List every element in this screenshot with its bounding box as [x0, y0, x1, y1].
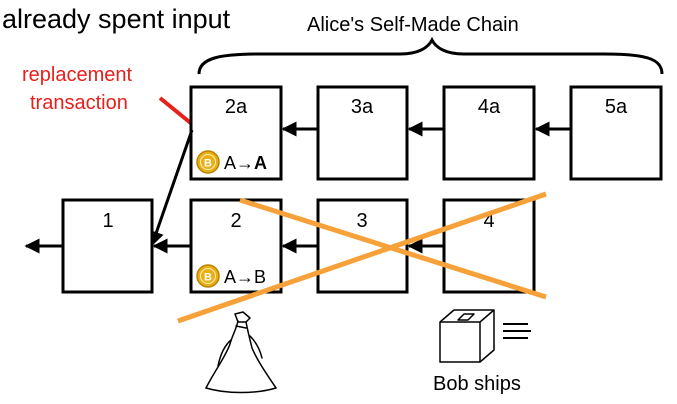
wizard-figure-icon [205, 311, 277, 394]
arrow-2a-to-1 [149, 129, 194, 247]
chain-label: Alice's Self-Made Chain [307, 14, 519, 36]
spent-input-label: already spent input [2, 4, 231, 34]
block-4-label: 4 [483, 210, 494, 232]
svg-text:B: B [204, 272, 212, 284]
strike-line-2 [177, 191, 547, 324]
replacement-label-line1: replacement [22, 64, 133, 86]
block-1-label: 1 [102, 210, 113, 232]
replacement-label-line2: transaction [30, 92, 128, 114]
motion-lines-icon [503, 323, 531, 339]
block-3a [316, 85, 409, 181]
chain-brace [197, 36, 664, 75]
block-2a-label: 2a [225, 96, 248, 118]
bitcoin-coin-icon: B [196, 150, 220, 174]
bob-ships-label: Bob ships [433, 373, 521, 395]
bitcoin-coin-icon: B [196, 264, 220, 288]
block-5a-label: 5a [605, 96, 628, 118]
tx-replacement: A→A [224, 153, 267, 173]
tx-original: A→B [224, 267, 266, 287]
block-3a-label: 3a [351, 96, 374, 118]
block-4a [442, 85, 536, 181]
block-3-label: 3 [356, 210, 367, 232]
block-2-label: 2 [230, 210, 241, 232]
svg-text:B: B [204, 158, 212, 170]
block-5a [569, 85, 663, 181]
block-4a-label: 4a [478, 96, 501, 118]
package-box-icon [439, 309, 495, 363]
